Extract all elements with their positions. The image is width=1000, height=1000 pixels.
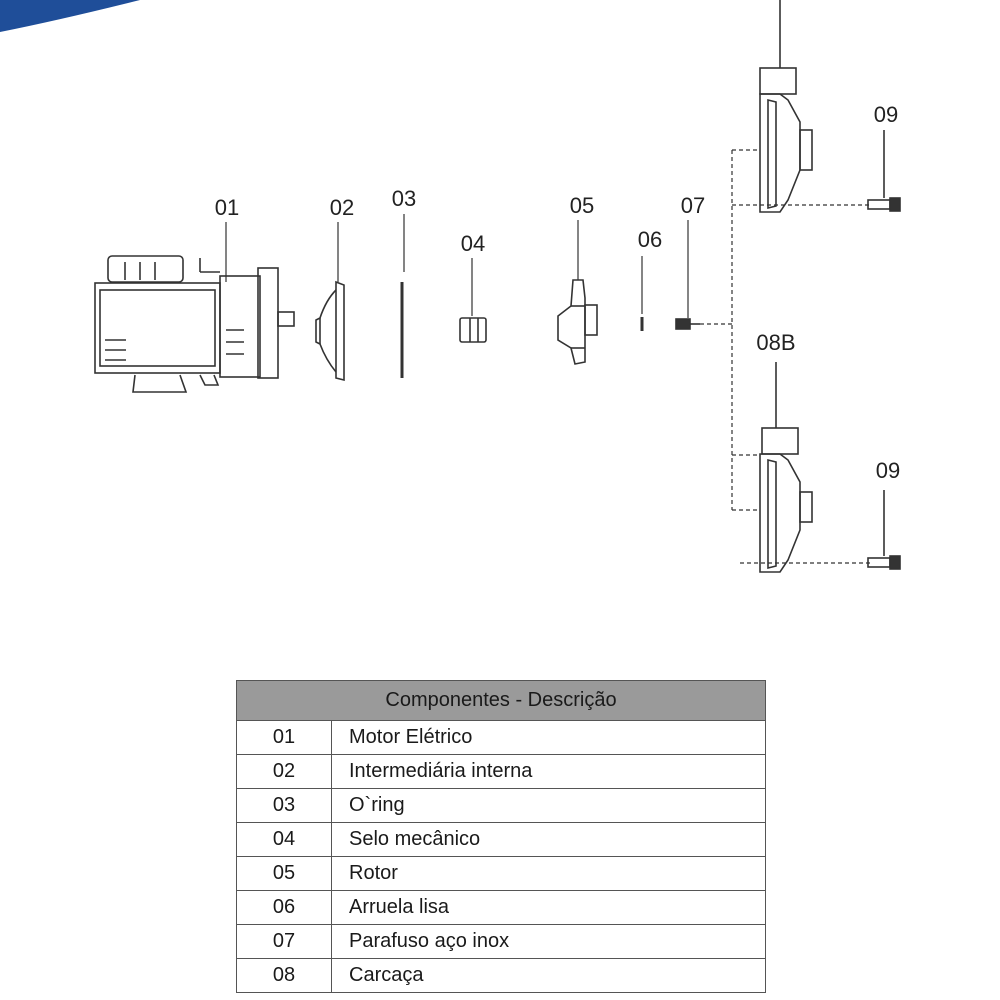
component-description: Motor Elétrico — [331, 720, 766, 755]
bolt-bottom-drawing — [867, 490, 901, 570]
component-code: 01 — [236, 720, 332, 755]
label-02: 02 — [330, 195, 354, 220]
leader-lines — [225, 214, 689, 318]
label-03: 03 — [392, 186, 416, 211]
label-01: 01 — [215, 195, 239, 220]
rotor-drawing — [557, 279, 598, 365]
motor-drawing — [94, 255, 295, 393]
label-07: 07 — [681, 193, 705, 218]
seal-drawing — [459, 317, 487, 343]
component-code: 05 — [236, 856, 332, 891]
component-code: 08 — [236, 958, 332, 993]
component-code: 07 — [236, 924, 332, 959]
intermediate-part-drawing — [315, 280, 345, 382]
component-description: O`ring — [331, 788, 766, 823]
component-code: 04 — [236, 822, 332, 857]
screw-drawing — [675, 318, 700, 330]
component-description: Rotor — [331, 856, 766, 891]
brand-banner — [0, 0, 140, 32]
label-04: 04 — [461, 231, 485, 256]
component-code: 06 — [236, 890, 332, 925]
casing-08b-drawing — [759, 362, 813, 573]
table-header: Componentes - Descrição — [236, 680, 766, 721]
component-description: Parafuso aço inox — [331, 924, 766, 959]
casing-top-drawing — [759, 0, 813, 213]
component-description: Arruela lisa — [331, 890, 766, 925]
component-code: 03 — [236, 788, 332, 823]
assembly-connector-lines — [700, 149, 870, 564]
label-09-top: 09 — [874, 102, 898, 127]
component-description: Carcaça — [331, 958, 766, 993]
component-code: 02 — [236, 754, 332, 789]
label-09-bottom: 09 — [876, 458, 900, 483]
label-08b: 08B — [756, 330, 795, 355]
component-description: Intermediária interna — [331, 754, 766, 789]
bolt-top-drawing — [867, 130, 901, 212]
component-description: Selo mecânico — [331, 822, 766, 857]
label-06: 06 — [638, 227, 662, 252]
table-header-row: Componentes - Descrição — [236, 680, 766, 721]
label-05: 05 — [570, 193, 594, 218]
